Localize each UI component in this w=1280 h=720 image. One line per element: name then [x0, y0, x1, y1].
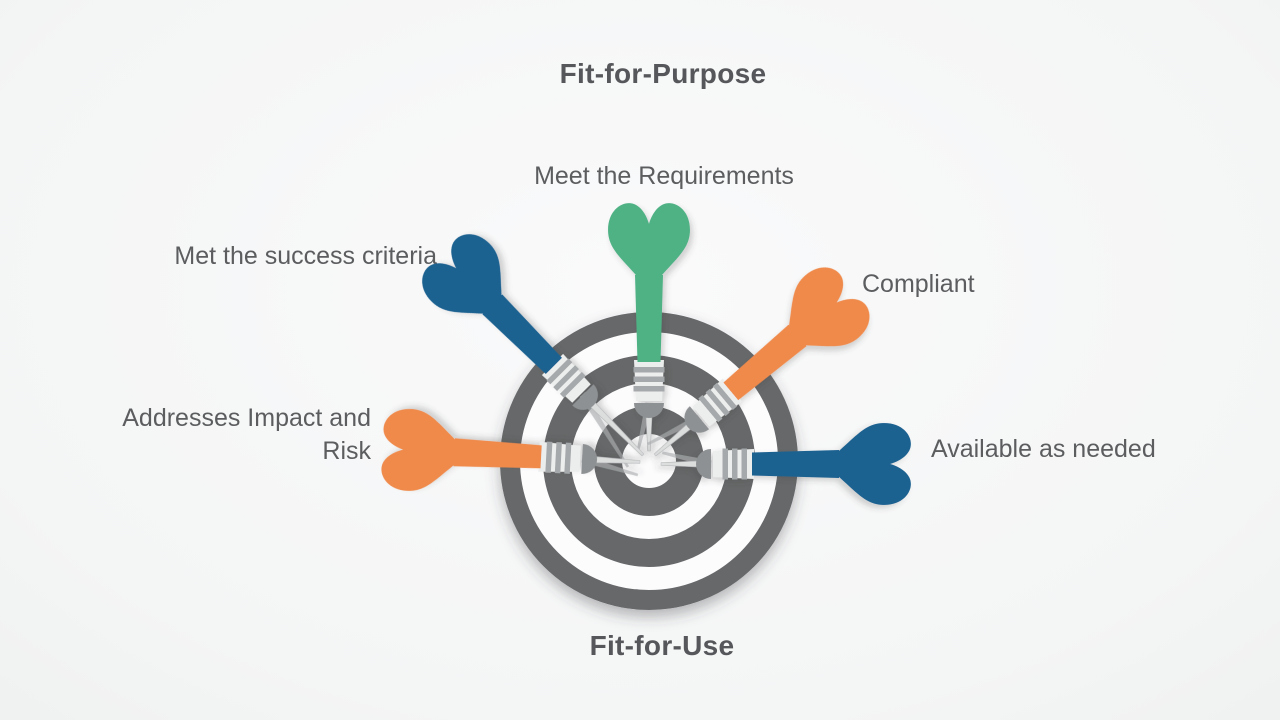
dart-barrel-icon: [696, 449, 711, 479]
dart-barrel-icon: [572, 384, 598, 410]
collar-stripe: [553, 365, 580, 392]
dart-heart-flight-icon: [381, 409, 471, 491]
dart-top: [608, 203, 690, 452]
collar-stripe: [698, 394, 723, 423]
dart-shaft-icon: [635, 275, 663, 362]
label-meet-the-requirements: Meet the Requirements: [534, 162, 794, 190]
collar-stripe: [559, 371, 586, 398]
collar-stripe: [732, 448, 738, 480]
dart-upper-left: [422, 234, 645, 468]
dart-left: [381, 409, 641, 491]
dart-heart-flight-icon: [422, 234, 504, 316]
collar-stripe: [564, 442, 572, 474]
dart-shaft-icon: [453, 438, 542, 469]
collar-stripe: [741, 448, 747, 480]
dart-barrel-icon: [581, 443, 598, 474]
dart-shaft-icon: [752, 450, 839, 478]
needle-shadow: [579, 392, 630, 468]
label-met-the-success-criteria: Met the success criteria: [174, 242, 437, 270]
collar-stripe: [705, 388, 730, 417]
slide-title-top: Fit-for-Purpose: [559, 58, 767, 89]
label-available-as-needed: Available as needed: [931, 435, 1156, 463]
slide-title-bottom: Fit-for-Use: [589, 630, 735, 661]
collar-stripe: [712, 382, 737, 410]
collar-stripe: [554, 442, 562, 474]
dart-heart-flight-icon: [822, 423, 911, 505]
label-addresses-impact-and-risk: Addresses Impact and Risk: [122, 404, 371, 465]
collar-stripe: [633, 386, 665, 392]
collar-stripe: [546, 358, 573, 385]
dart-upper-right: [647, 267, 870, 457]
dart-right: [660, 423, 911, 505]
collar-stripe: [633, 367, 665, 373]
dart-barrel-icon: [684, 406, 710, 433]
dart-barrel-icon: [634, 403, 664, 418]
dart-heart-flight-icon: [608, 203, 690, 291]
collar-stripe: [722, 448, 728, 480]
collar-stripe: [633, 376, 665, 382]
collar-stripe: [545, 441, 553, 473]
label-compliant: Compliant: [862, 270, 975, 298]
dart-heart-flight-icon: [785, 267, 870, 347]
